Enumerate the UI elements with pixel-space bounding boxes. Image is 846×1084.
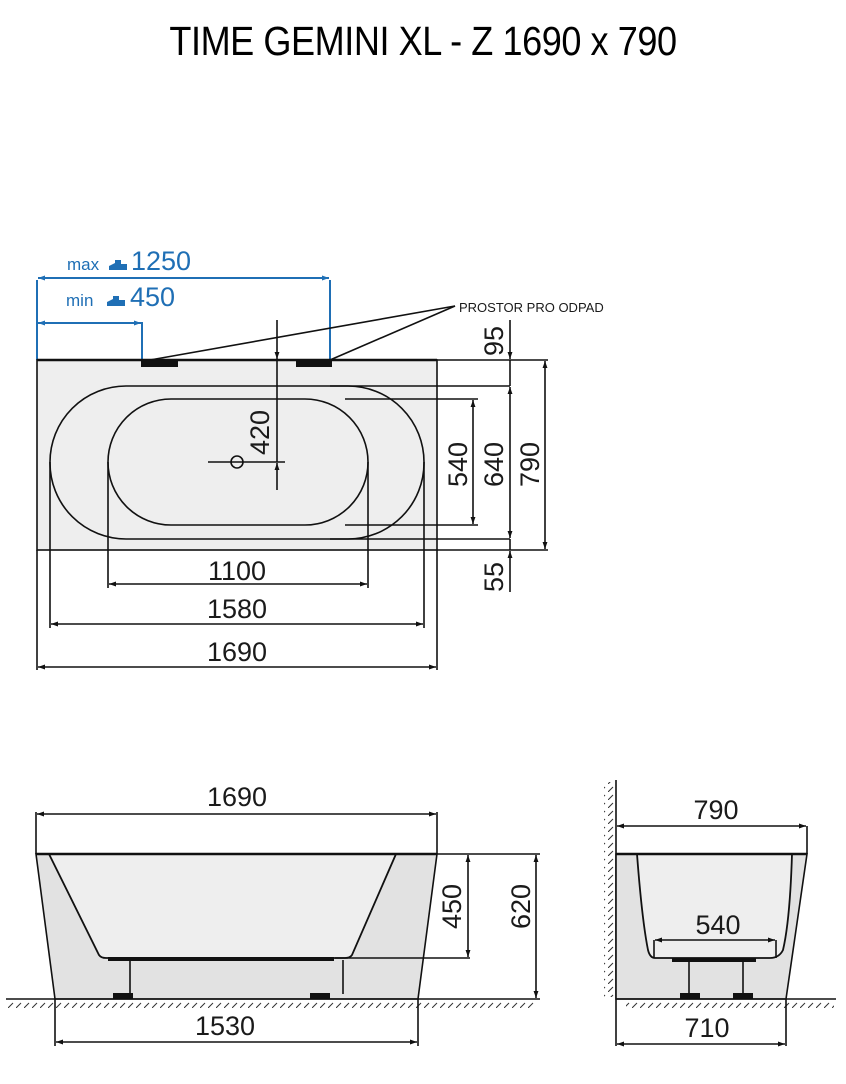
dim-1100: 1100 [208,556,266,586]
faucet-max-dimension: max 1250 [36,246,331,360]
dim-640: 640 [479,442,509,487]
dim-95: 95 [479,326,509,356]
top-view: max 1250 min 450 PROSTOR PRO ODPAD 420 [36,246,604,670]
side-view: 790 540 710 [604,780,836,1047]
dim-790: 790 [515,442,545,487]
front-view: 1690 450 620 1530 [6,782,540,1046]
dim-420: 420 [245,410,275,455]
dim-1580: 1580 [207,594,267,624]
drain-space-label: PROSTOR PRO ODPAD [459,300,604,315]
front-dim-1530: 1530 [195,1011,255,1041]
page-title: TIME GEMINI XL - Z 1690 x 790 [169,18,677,64]
faucet-max-prefix: max [67,255,100,274]
side-dim-540: 540 [695,910,740,940]
faucet-min-value: 450 [130,282,175,312]
front-dim-1690: 1690 [207,782,267,812]
dim-55: 55 [479,562,509,592]
dim-540: 540 [443,442,473,487]
side-dim-710: 710 [684,1013,729,1043]
dim-1690: 1690 [207,637,267,667]
faucet-min-dimension: min 450 [38,282,175,360]
faucet-icon [109,260,127,270]
front-dim-620: 620 [506,884,536,929]
faucet-min-prefix: min [66,291,93,310]
faucet-max-value: 1250 [131,246,191,276]
front-dim-450: 450 [437,884,467,929]
side-dim-790: 790 [693,795,738,825]
faucet-icon [107,296,125,306]
